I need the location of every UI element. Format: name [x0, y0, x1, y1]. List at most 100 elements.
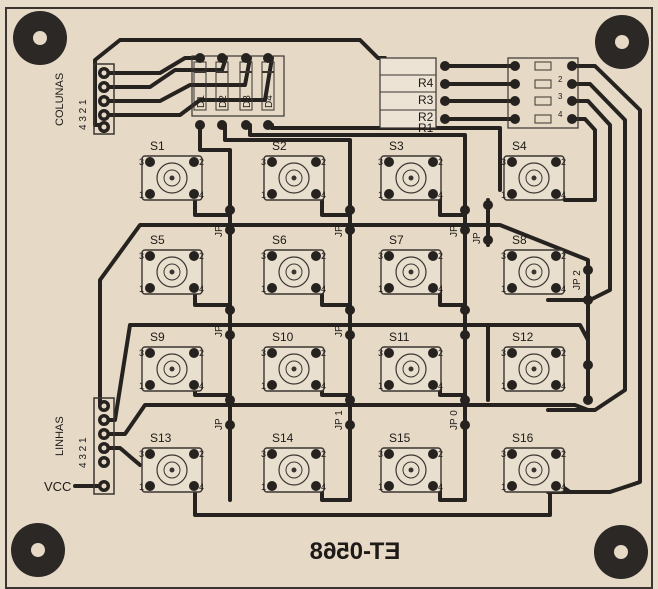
switch-pad: [428, 380, 438, 390]
jumper-label: JP: [334, 225, 345, 237]
switch-pin-label: 3: [378, 348, 383, 358]
switch-pin-label: 3: [378, 157, 383, 167]
switch-label: S15: [389, 431, 411, 445]
switch-pad: [311, 380, 321, 390]
switch-label: S9: [150, 330, 165, 344]
mounting-hole: [595, 15, 649, 69]
switch-pin-label: 4: [321, 190, 326, 200]
switch-pad: [551, 348, 561, 358]
switch-pad: [507, 251, 517, 261]
switch-pin-label: 1: [139, 381, 144, 391]
right-header: 234: [507, 57, 579, 129]
switch-label: S8: [512, 233, 527, 247]
switch-pad: [384, 251, 394, 261]
switch-pad: [428, 251, 438, 261]
linhas-header: LINHAS 4 3 2 1 VCC: [44, 397, 115, 495]
colunas-header: COLUNAS 4 3 2 1: [54, 63, 115, 135]
switch-pad: [267, 380, 277, 390]
resistor-label: R3: [418, 93, 434, 107]
switch-pad: [189, 348, 199, 358]
diode-1: D1: [193, 53, 207, 130]
switch-pad: [145, 251, 155, 261]
switch-pin-label: 2: [561, 348, 566, 358]
resistor-label: R1: [418, 121, 434, 135]
switch-pad: [384, 481, 394, 491]
switch-pin-label: 1: [501, 284, 506, 294]
switch-pad: [507, 283, 517, 293]
switch-pad: [311, 449, 321, 459]
switch-pin-label: 2: [561, 251, 566, 261]
switch-pin-label: 4: [199, 381, 204, 391]
switch-pin-label: 3: [501, 348, 506, 358]
colunas-pins-label: 4 3 2 1: [78, 99, 89, 130]
switch-pin-label: 3: [139, 157, 144, 167]
switch-label: S7: [389, 233, 404, 247]
switch-pin-label: 3: [139, 251, 144, 261]
switch-pad: [267, 481, 277, 491]
switch-pin-label: 2: [199, 348, 204, 358]
switch-pin-label: 4: [438, 381, 443, 391]
switch-pad: [189, 251, 199, 261]
header-pin-label: 2: [558, 75, 563, 84]
switch-pad: [145, 348, 155, 358]
vias: [225, 200, 593, 430]
switch-label: S5: [150, 233, 165, 247]
switch-pad: [189, 380, 199, 390]
diode-label: D3: [242, 95, 253, 108]
mounting-hole: [594, 525, 648, 579]
vcc-label: VCC: [44, 479, 71, 494]
switch-pin-label: 1: [378, 190, 383, 200]
switch-pin-label: 1: [501, 482, 506, 492]
switch-pin-label: 2: [561, 157, 566, 167]
switch-pin-label: 3: [501, 449, 506, 459]
switch-pad: [384, 380, 394, 390]
switch-pad: [507, 157, 517, 167]
switch-pad: [189, 481, 199, 491]
linhas-pins-label: 4 3 2 1: [78, 437, 89, 468]
switch-pad: [507, 189, 517, 199]
switch-matrix: 1234S11234S21234S31234S41234S51234S61234…: [139, 139, 566, 493]
diode-block: D1 D2 D3 D4: [191, 53, 285, 130]
diode-label: D4: [264, 95, 275, 108]
switch-pad: [428, 189, 438, 199]
switch-pad: [267, 449, 277, 459]
colunas-label: COLUNAS: [54, 73, 66, 126]
switch-pad: [551, 157, 561, 167]
switch-pad: [551, 481, 561, 491]
switch-pin-label: 3: [261, 157, 266, 167]
mounting-hole: [13, 11, 67, 65]
diode-label: D2: [218, 95, 229, 108]
diode-label: D1: [196, 95, 207, 108]
jumper-label: JP: [214, 418, 225, 430]
switch-pad: [311, 481, 321, 491]
switch-pad: [145, 189, 155, 199]
switch-pad: [145, 157, 155, 167]
jumper-label: JP: [334, 325, 345, 337]
switch-pin-label: 2: [321, 348, 326, 358]
switch-label: S10: [272, 330, 294, 344]
switch-label: S16: [512, 431, 534, 445]
switch-pin-label: 2: [321, 157, 326, 167]
jumper-label: JP: [214, 225, 225, 237]
switch-pin-label: 1: [261, 190, 266, 200]
switch-pin-label: 4: [438, 284, 443, 294]
switch-pad: [507, 449, 517, 459]
mounting-hole: [11, 523, 65, 577]
switch-pad: [507, 348, 517, 358]
switch-pad: [145, 449, 155, 459]
switch-pin-label: 1: [261, 284, 266, 294]
switch-pin-label: 2: [561, 449, 566, 459]
switch-pad: [311, 189, 321, 199]
